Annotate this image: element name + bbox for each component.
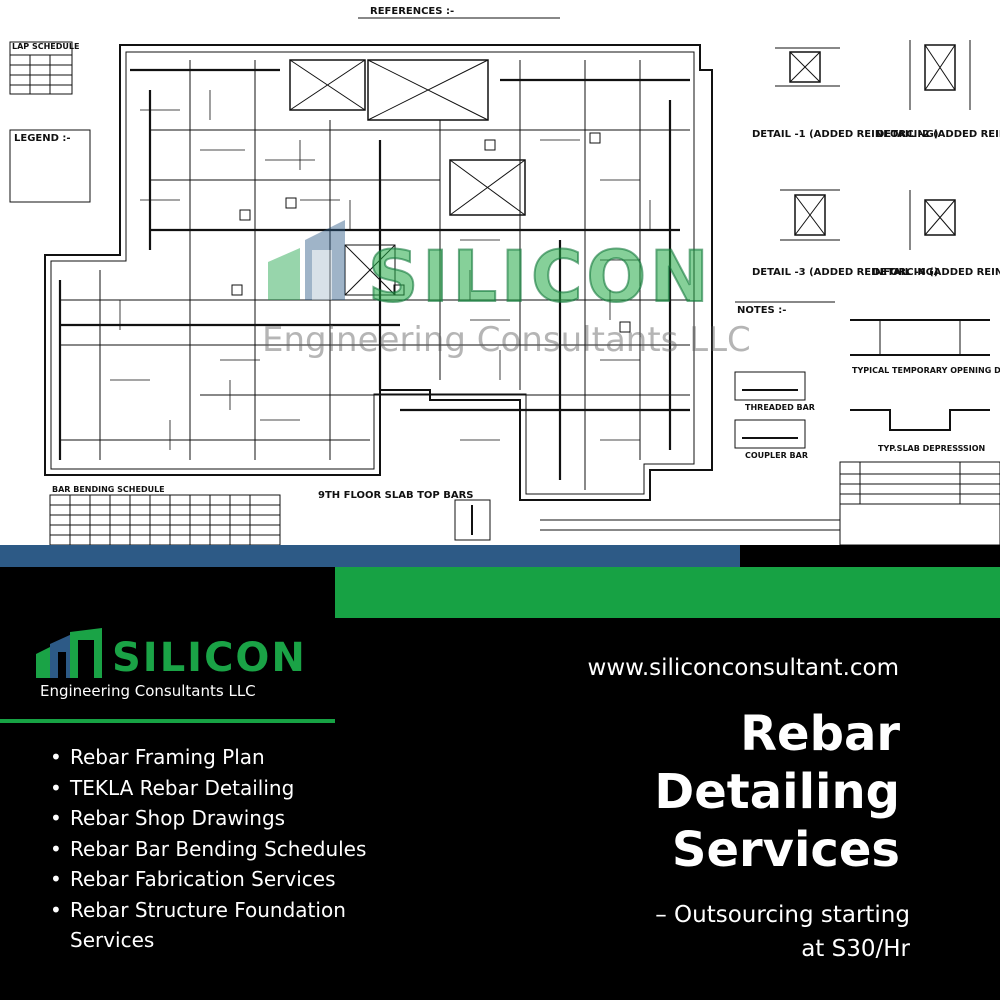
bullet-icon: •	[50, 745, 62, 769]
headline-line: Services	[671, 822, 900, 878]
company-logo: SILICON Engineering Consultants LLC	[32, 620, 332, 700]
drawing-linework	[9, 17, 1000, 545]
logo-subtitle: Engineering Consultants LLC	[40, 682, 256, 700]
coupler-bar-title: COUPLER BAR	[745, 451, 808, 460]
tagline-line: – Outsourcing starting	[655, 902, 910, 928]
bullet-icon: •	[50, 775, 62, 800]
headline-line: Detailing	[654, 764, 900, 820]
watermark-subtitle: Engineering Consultants LLC	[262, 320, 751, 360]
slab-depression-title: TYP.SLAB DEPRESSSION	[878, 444, 986, 453]
bar-bending-schedule-title: BAR BENDING SCHEDULE	[52, 485, 165, 494]
watermark-logo-icon	[268, 220, 345, 300]
service-item: •TEKLA Rebar Detailing	[48, 773, 428, 804]
bullet-icon: •	[50, 867, 62, 891]
service-item: •Rebar Bar Bending Schedules	[48, 834, 428, 865]
service-item: •Rebar Shop Drawings	[48, 803, 428, 834]
tagline-line: at S30/Hr	[801, 936, 910, 962]
logo-wordmark: SILICON	[112, 635, 307, 681]
rebar-drawing-image: REFERENCES :- LAP SCHEDULE LEGEND :- DET…	[0, 0, 1000, 545]
temporary-opening-title: TYPICAL TEMPORARY OPENING DETAIL	[852, 366, 1000, 375]
service-item: •Rebar Framing Plan	[48, 742, 428, 773]
detail-4-title: DETAIL -4 (ADDED REINFORCING)	[872, 267, 1000, 278]
website-url: www.siliconconsultant.com	[587, 655, 899, 681]
references-title: REFERENCES :-	[370, 6, 455, 17]
service-item: •Rebar Structure Foundation Services	[48, 895, 428, 956]
floor-title: 9TH FLOOR SLAB TOP BARS	[318, 490, 474, 501]
bullet-icon: •	[50, 836, 62, 861]
legend-title: LEGEND :-	[14, 133, 71, 144]
lap-schedule-title: LAP SCHEDULE	[12, 42, 80, 51]
pricing-tagline: – Outsourcing starting at S30/Hr	[570, 898, 910, 966]
bullet-icon: •	[50, 806, 62, 830]
detail-2-title: DETAIL -2 (ADDED REINFORCING)	[876, 129, 1000, 140]
detail-3-title: DETAIL -3 (ADDED REINFORCING)	[752, 267, 939, 278]
threaded-bar-title: THREADED BAR	[745, 403, 815, 412]
services-list: •Rebar Framing Plan •TEKLA Rebar Detaili…	[48, 742, 428, 956]
notes-title: NOTES :-	[737, 305, 787, 316]
headline-line: Rebar	[740, 706, 900, 762]
blue-accent-band	[0, 545, 740, 567]
bullet-icon: •	[50, 897, 62, 922]
watermark-word: SILICON	[367, 235, 713, 319]
building-logo-icon	[36, 628, 102, 678]
green-accent-band	[335, 567, 1000, 618]
service-item: •Rebar Fabrication Services	[48, 864, 428, 895]
detail-1-title: DETAIL -1 (ADDED REINFORCING)	[752, 129, 939, 140]
headline: Rebar Detailing Services	[480, 705, 900, 879]
logo-divider	[0, 719, 335, 723]
